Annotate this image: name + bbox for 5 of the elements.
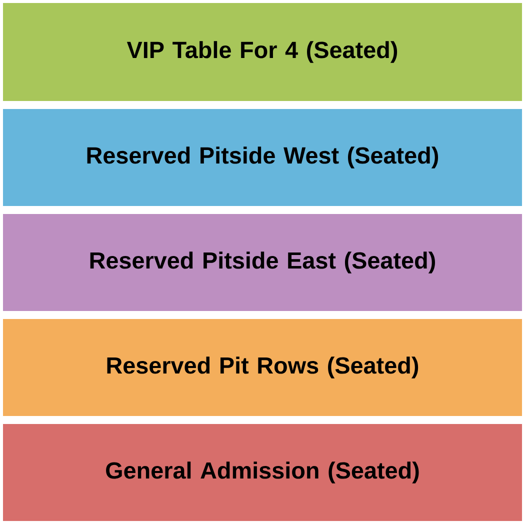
- section-band: Reserved Pit Rows (Seated): [3, 319, 522, 416]
- section-band: Reserved Pitside West (Seated): [3, 109, 522, 206]
- section-band: VIP Table For 4 (Seated): [3, 3, 522, 101]
- section-band: General Admission (Seated): [3, 424, 522, 521]
- section-band: Reserved Pitside East (Seated): [3, 214, 522, 311]
